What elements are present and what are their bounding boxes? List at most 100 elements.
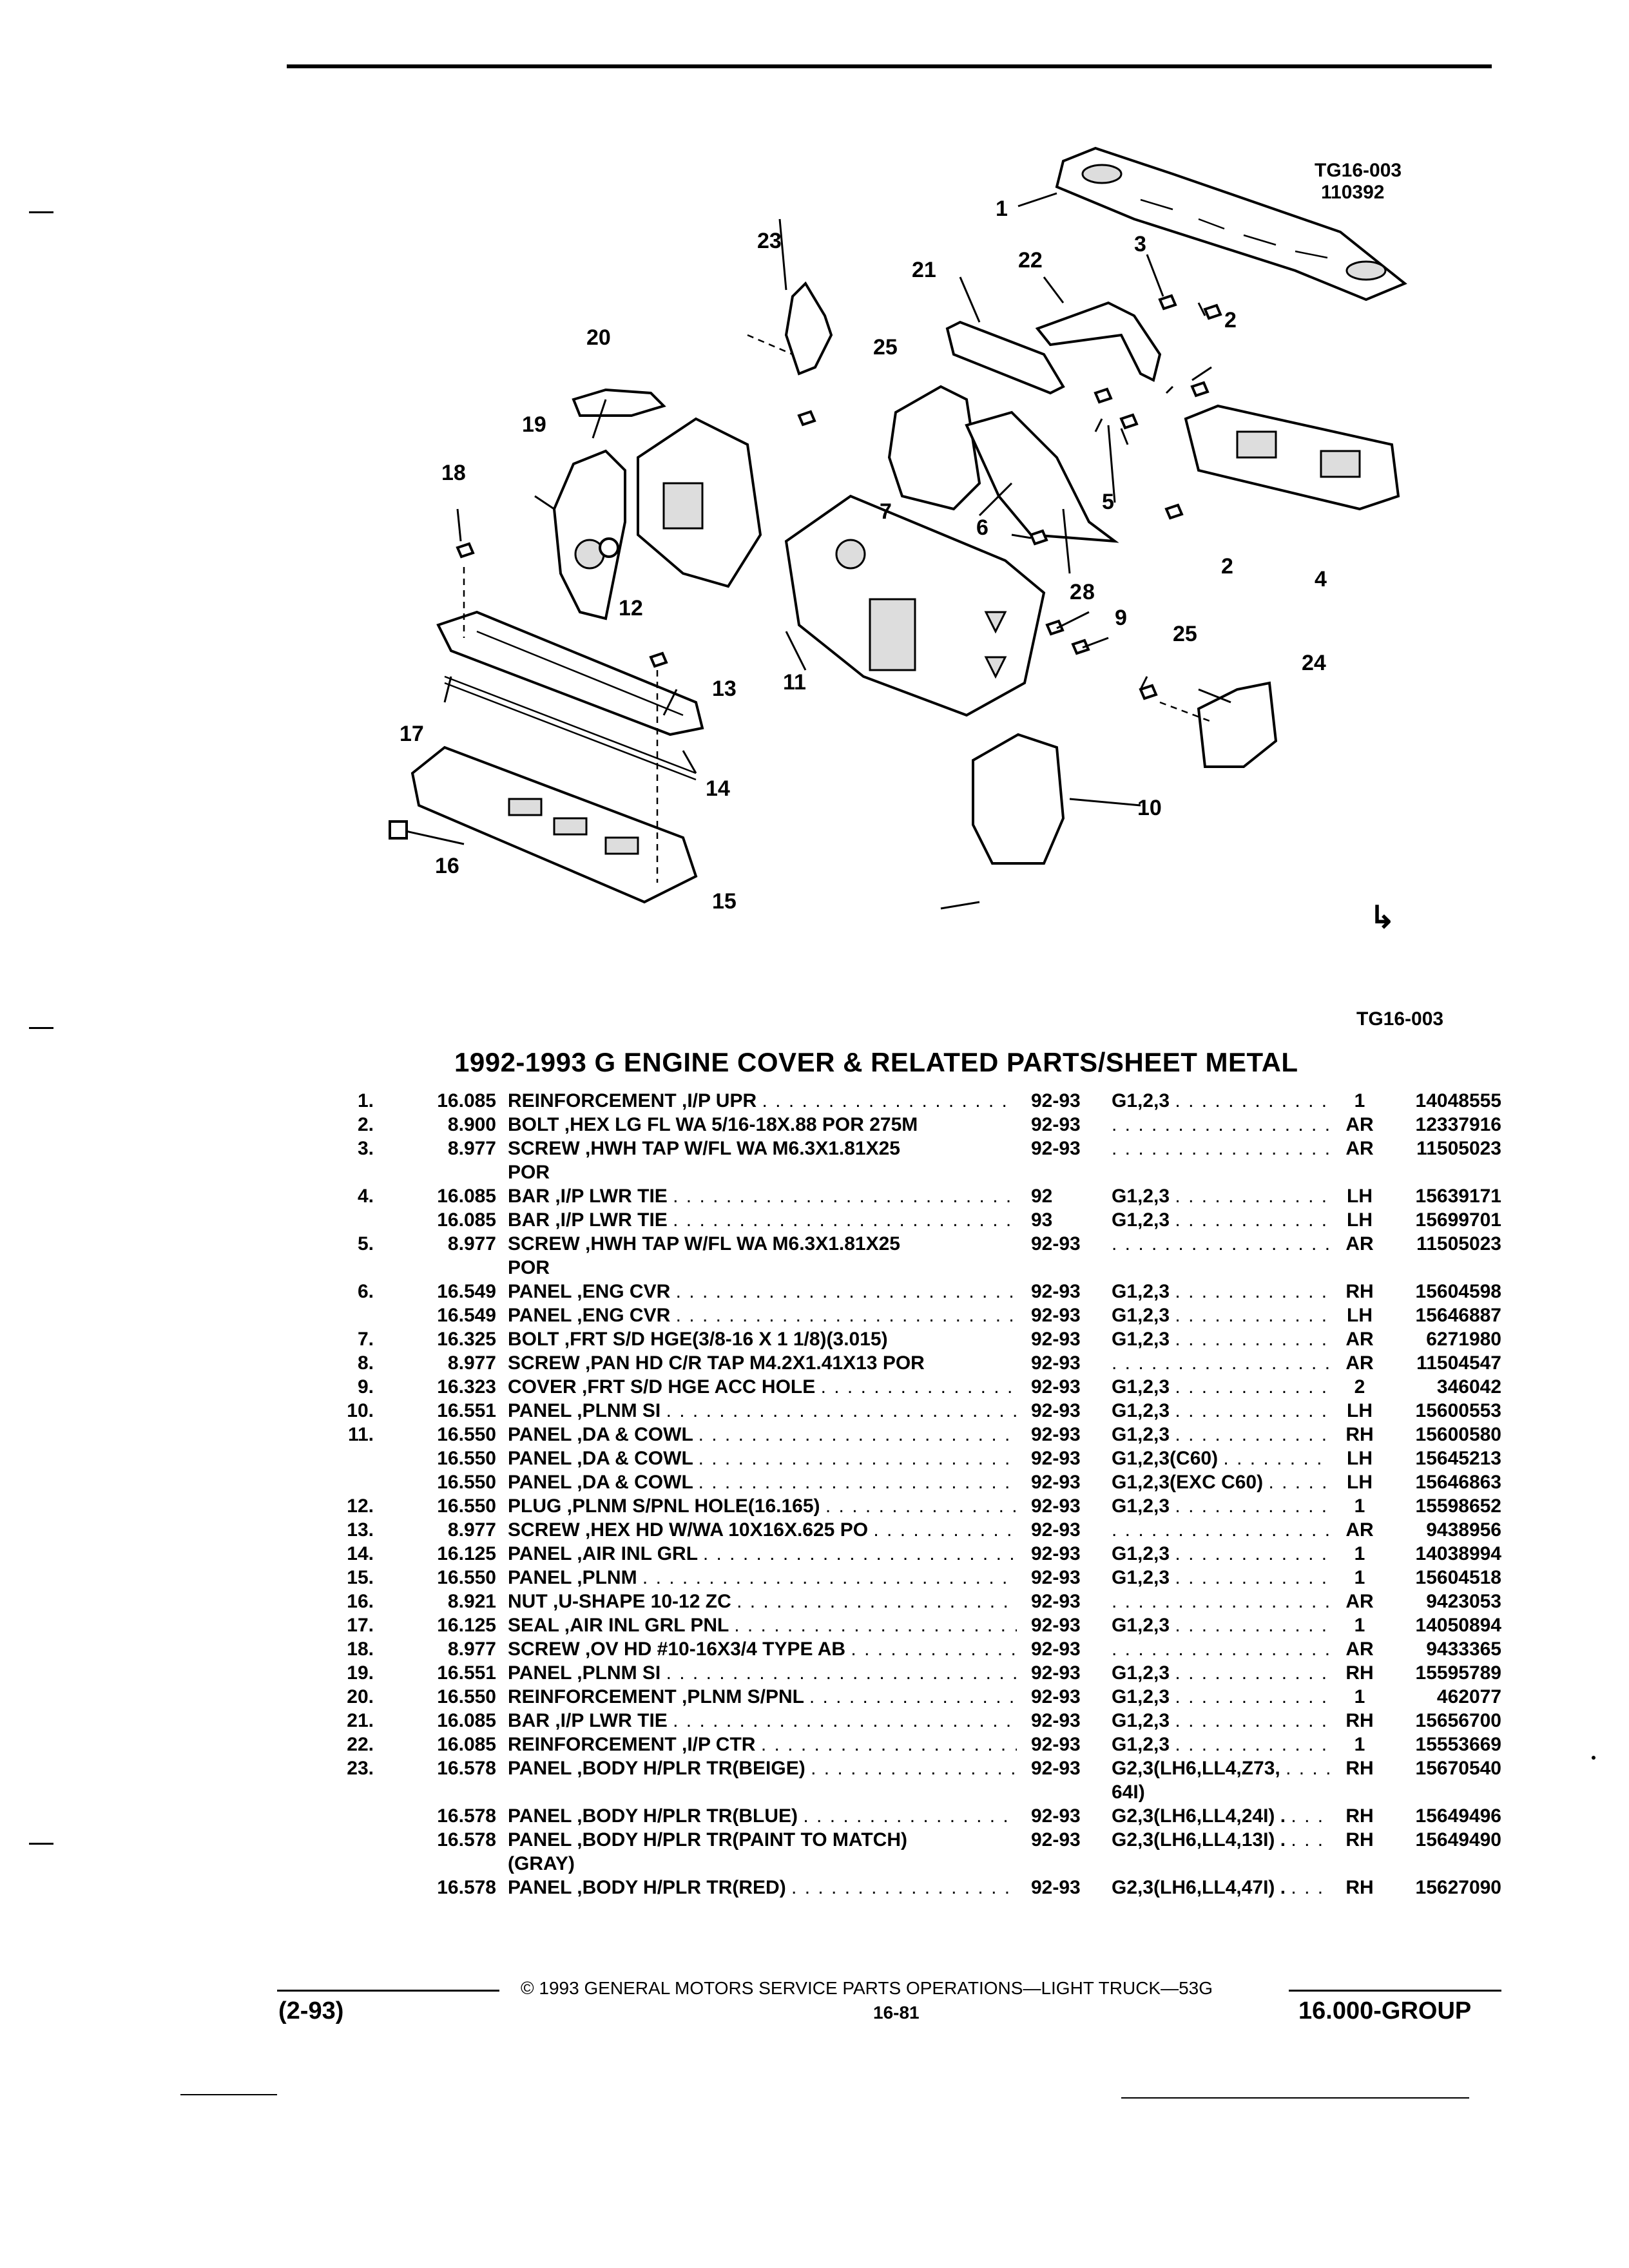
model-usage: G1,2,3 . . . . . . . . . . . . . . . . .…: [1112, 1685, 1331, 1709]
model-years-text: 92: [1031, 1186, 1053, 1207]
model-usage: G1,2,3 . . . . . . . . . . . . . . . . .…: [1112, 1661, 1331, 1685]
part-number-text: 15670540: [1415, 1758, 1501, 1779]
part-number: 6271980: [1385, 1327, 1501, 1351]
part-number: 14038994: [1385, 1542, 1501, 1566]
model-years-text: 92-93: [1031, 1114, 1081, 1135]
part-number-text: 15600553: [1415, 1400, 1501, 1421]
part-number-text: 15604518: [1415, 1567, 1501, 1588]
model-years: 92-93: [1031, 1351, 1102, 1375]
ref-number-text: 23.: [347, 1758, 374, 1779]
model-years: 92: [1031, 1184, 1102, 1208]
ref-number: 22.: [335, 1733, 374, 1756]
group-number-text: 16.549: [437, 1305, 496, 1326]
ref-number: 2.: [335, 1113, 374, 1137]
ref-number: 16.: [335, 1590, 374, 1613]
model-years: 92-93: [1031, 1399, 1102, 1423]
part-number: 15627090: [1385, 1876, 1501, 1899]
callout-17: 17: [400, 722, 424, 746]
ref-number-text: 5.: [357, 1233, 374, 1254]
part-reinforcement-ip-ctr: [1035, 301, 1162, 382]
model-years: 92-93: [1031, 1756, 1102, 1780]
part-number-text: 462077: [1436, 1686, 1501, 1707]
part-description-text: PANEL ,BODY H/PLR TR(BEIGE): [508, 1758, 805, 1779]
ref-number: 10.: [335, 1399, 374, 1423]
part-panel-plnm: [410, 745, 698, 904]
ref-number: 19.: [335, 1661, 374, 1685]
part-number: 346042: [1385, 1375, 1501, 1399]
part-number: 9423053: [1385, 1590, 1501, 1613]
part-description-text: NUT ,U-SHAPE 10-12 ZC: [508, 1591, 731, 1612]
part-number: 9433365: [1385, 1637, 1501, 1661]
model-usage-text: G2,3(LH6,LL4,24I) .: [1112, 1805, 1286, 1827]
quantity: 2: [1331, 1375, 1389, 1399]
part-number: 11505023: [1385, 1137, 1501, 1160]
quantity-text: RH: [1345, 1758, 1374, 1779]
ref-number-text: 12.: [347, 1495, 374, 1517]
callout-2c: 2: [1221, 554, 1233, 579]
group-number: 16.578: [380, 1828, 496, 1852]
quantity: RH: [1331, 1756, 1389, 1780]
model-usage: G1,2,3 . . . . . . . . . . . . . . . . .…: [1112, 1208, 1331, 1232]
quantity: RH: [1331, 1828, 1389, 1852]
figure-ref-bottom: TG16-003: [1356, 1008, 1444, 1030]
ref-number-text: 20.: [347, 1686, 374, 1707]
ref-number-text: 7.: [357, 1329, 374, 1350]
part-description-text: PANEL ,PLNM SI: [508, 1400, 661, 1421]
dot-leader: . . . . . . . . . . . . . . . . . . . . …: [851, 1639, 1017, 1660]
model-usage-text: G1,2,3: [1112, 1376, 1170, 1398]
part-description-text: PANEL ,ENG CVR: [508, 1281, 671, 1302]
dot-leader: . . . . . . . . . . . . . . . . . . . . …: [642, 1567, 1017, 1588]
dot-leader: . . . . . . . . . . . . . . . . . . . . …: [1175, 1400, 1331, 1421]
part-number-text: 9438956: [1426, 1519, 1501, 1541]
part-plug-plnm: [599, 537, 619, 558]
part-number-text: 15699701: [1415, 1209, 1501, 1231]
part-reinforcement-ip-upr: [1055, 146, 1407, 302]
part-panel-air-inl-grl: [436, 610, 704, 736]
callout-18: 18: [441, 461, 466, 485]
model-years: 92-93: [1031, 1804, 1102, 1828]
quantity: AR: [1331, 1137, 1389, 1160]
ref-number: 8.: [335, 1351, 374, 1375]
group-number-text: 16.550: [437, 1567, 496, 1588]
model-years: 92-93: [1031, 1470, 1102, 1494]
model-usage-text: G1,2,3: [1112, 1400, 1170, 1421]
model-usage: . . . . . . . . . . . . . . . . . . . . …: [1112, 1137, 1331, 1160]
model-years-text: 92-93: [1031, 1591, 1081, 1612]
group-number: 16.085: [380, 1184, 496, 1208]
ref-number-text: 9.: [357, 1376, 374, 1398]
quantity-text: RH: [1345, 1281, 1374, 1302]
part-description-text: SCREW ,HEX HD W/WA 10X16X.625 PO: [508, 1519, 869, 1541]
dot-leader: . . . . . . . . . . . . . . . . . . . . …: [820, 1376, 1017, 1398]
model-years: 92-93: [1031, 1089, 1102, 1113]
quantity: RH: [1331, 1876, 1389, 1899]
ref-number-text: 1.: [357, 1090, 374, 1111]
part-number-text: 14048555: [1415, 1090, 1501, 1111]
part-description: PANEL ,BODY H/PLR TR(RED) . . . . . . . …: [508, 1876, 1017, 1899]
part-description: SCREW ,HWH TAP W/FL WA M6.3X1.81X25: [508, 1232, 1023, 1256]
dot-leader: . . . . . . . . . . . . . . . . . . . . …: [1291, 1829, 1331, 1850]
quantity: 1: [1331, 1566, 1389, 1590]
parts-row: POR: [335, 1160, 1508, 1184]
dot-leader: . . . . . . . . . . . . . . . . . . . . …: [1175, 1662, 1331, 1684]
sheet-title: 1992-1993 G ENGINE COVER & RELATED PARTS…: [454, 1047, 1298, 1077]
group-number: 16.325: [380, 1327, 496, 1351]
part-description-text: SCREW ,OV HD #10-16X3/4 TYPE AB: [508, 1639, 846, 1660]
quantity-text: 1: [1354, 1543, 1365, 1564]
group-number: 16.550: [380, 1566, 496, 1590]
group-number-text: 16.125: [437, 1615, 496, 1636]
part-number: 15699701: [1385, 1208, 1501, 1232]
group-number: 8.977: [380, 1351, 496, 1375]
part-description-text: PANEL ,AIR INL GRL: [508, 1543, 698, 1564]
model-usage: G1,2,3 . . . . . . . . . . . . . . . . .…: [1112, 1494, 1331, 1518]
group-number-text: 8.977: [447, 1639, 496, 1660]
model-usage-text: G1,2,3: [1112, 1209, 1170, 1231]
ref-number-text: 3.: [357, 1138, 374, 1159]
part-description-text: SCREW ,HWH TAP W/FL WA M6.3X1.81X25: [508, 1138, 900, 1159]
model-years-text: 92-93: [1031, 1805, 1081, 1827]
